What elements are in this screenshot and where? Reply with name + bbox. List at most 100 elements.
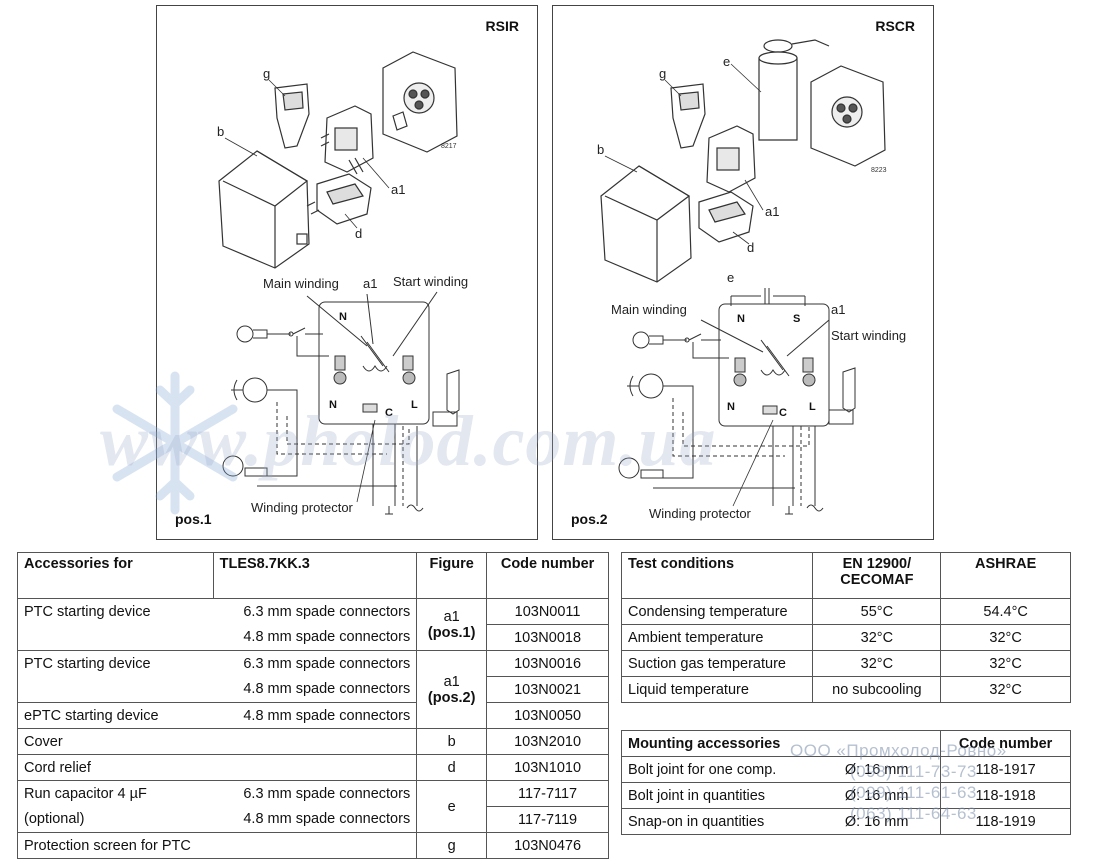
figure-cell: e [416,780,488,833]
diagram-title: RSIR [485,18,519,34]
drawing-number: 8223 [871,167,887,174]
mounting-accessories-table: Mounting accessories Code number Bolt jo… [620,730,1071,835]
item-name: ePTC starting device [17,702,214,729]
mounting-code: 118-1917 [940,756,1071,783]
cord-relief-icon [698,191,754,243]
terminal-l: L [411,399,418,411]
table-row: Liquid temperature no subcooling 32°C [620,676,1071,703]
ptc-starter-icon [320,105,374,175]
figure-pos: (pos.2) [427,689,476,706]
table-row: ePTC starting device 4.8 mm spade connec… [17,702,609,729]
figure-ref: a1 [443,608,460,625]
compressor-terminal-box [700,303,830,427]
part-label-e: e [723,54,730,69]
terminal-n-top: N [339,311,347,323]
figure-ref: a1 [443,673,460,690]
item-spec: 6.3 mm spade connectors [213,780,418,807]
rscr-drawing: 8223 g e b a1 d e Main winding a1 Start … [597,39,906,521]
part-label-b: b [597,142,604,157]
item-code: 103N0016 [486,650,609,677]
table-row: Bolt joint in quantities Ø: 16 mm 118-19… [621,782,1071,809]
figure-cell: a1 (pos.1) [416,598,488,651]
test-conditions-table: Test conditions EN 12900/ CECOMAF ASHRAE… [620,552,1071,703]
diagram-rscr-panel: RSCR pos.2 8223 [552,5,934,540]
item-code: 103N0476 [486,832,609,859]
terminal-n: N [727,401,735,413]
item-name: PTC starting device [17,650,214,677]
item-code: 117-7119 [486,806,609,833]
condition-label: Suction gas temperature [620,650,814,677]
figure-cell: g [416,832,488,859]
cover-icon [600,165,692,283]
part-label-g: g [659,66,666,81]
model-header: TLES8.7KK.3 [212,552,418,599]
table-row: Snap-on in quantities Ø: 16 mm 118-1919 [621,808,1071,835]
part-label-b: b [217,124,224,139]
terminal-n-top: N [737,313,745,325]
table-row: Ambient temperature 32°C 32°C [620,624,1071,651]
ashrae-value: 32°C [940,624,1071,651]
table-row: Run capacitor 4 µF 6.3 mm spade connecto… [17,780,609,833]
mounting-size: Ø: 16 mm [813,782,942,809]
cover-icon [218,150,310,269]
main-winding-label: Main winding [611,302,687,317]
item-name [17,624,214,651]
part-label-a1: a1 [765,204,779,219]
position-label: pos.2 [571,511,608,527]
table-header-row: Accessories for TLES8.7KK.3 Figure Code … [17,552,609,599]
item-spec [213,754,418,781]
en-value: no subcooling [812,676,942,703]
condition-label: Condensing temperature [620,598,814,625]
table-row: Protection screen for PTC g 103N0476 [17,832,609,859]
item-spec: 4.8 mm spade connectors [213,676,418,703]
table-row: PTC starting device 6.3 mm spade connect… [17,650,609,729]
winding-protector-label: Winding protector [251,500,354,515]
a1-wiring-label: a1 [831,302,845,317]
ashrae-value: 32°C [940,650,1071,677]
relay-housing-icon [810,65,886,167]
item-name: Run capacitor 4 µF [17,780,214,807]
item-spec: 4.8 mm spade connectors [213,702,418,729]
en-header-line: EN 12900/ [842,556,912,572]
table-row: 4.8 mm spade connectors 103N0021 [17,676,609,703]
start-winding-label: Start winding [831,328,906,343]
part-label-g: g [263,66,270,81]
mounting-label: Bolt joint in quantities [621,782,814,809]
thermostat-icon [618,457,664,479]
figure-pos: (pos.1) [427,624,476,641]
table-row: Bolt joint for one comp. Ø: 16 mm 118-19… [621,756,1071,783]
ashrae-value: 54.4°C [940,598,1071,625]
en-value: 32°C [812,624,942,651]
figure-cell: a1 (pos.2) [416,650,488,729]
lamp-icon [632,331,702,349]
mounting-label: Snap-on in quantities [621,808,814,835]
terminal-l: L [809,401,816,413]
figure-cell: b [416,728,488,755]
item-code: 103N0050 [486,702,609,729]
en-value: 32°C [812,650,942,677]
ptc-starter-icon [706,125,756,193]
condition-label: Liquid temperature [620,676,814,703]
part-label-a1: a1 [391,182,405,197]
table-header-row: Mounting accessories Code number [620,730,1071,757]
table-row: 4.8 mm spade connectors 103N0018 [17,624,609,651]
fan-motor-icon [627,373,664,399]
item-name: PTC starting device [17,598,214,625]
item-code: 117-7117 [486,780,609,807]
main-winding-label: Main winding [263,276,339,291]
accessories-for-header: Accessories for [17,552,214,599]
item-code: 103N0018 [486,624,609,651]
mounting-header: Mounting accessories [620,730,942,757]
part-label-d: d [355,226,362,241]
table-header-row: Test conditions EN 12900/ CECOMAF ASHRAE [620,552,1071,599]
capacitor-symbol-icon [730,288,806,306]
item-code: 103N1010 [486,754,609,781]
item-name: Protection screen for PTC [17,832,214,859]
item-code: 103N2010 [486,728,609,755]
terminal-c: C [385,407,393,419]
protection-screen-icon [670,83,706,149]
item-spec: 4.8 mm spade connectors [213,624,418,651]
terminal-s: S [793,313,800,325]
table-row: (optional) 4.8 mm spade connectors 117-7… [17,806,609,833]
item-spec: 6.3 mm spade connectors [213,598,418,625]
